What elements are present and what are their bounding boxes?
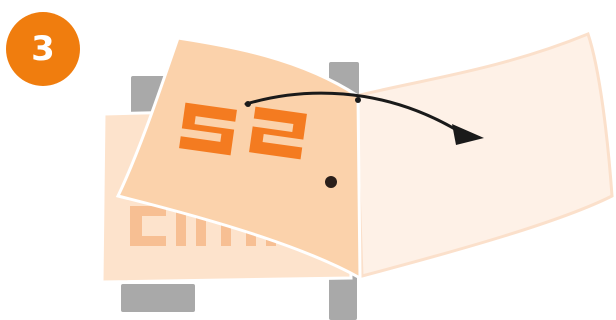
holder-bottom-left [121, 284, 195, 312]
transferred-panel [356, 34, 612, 276]
print-dot [325, 176, 337, 188]
